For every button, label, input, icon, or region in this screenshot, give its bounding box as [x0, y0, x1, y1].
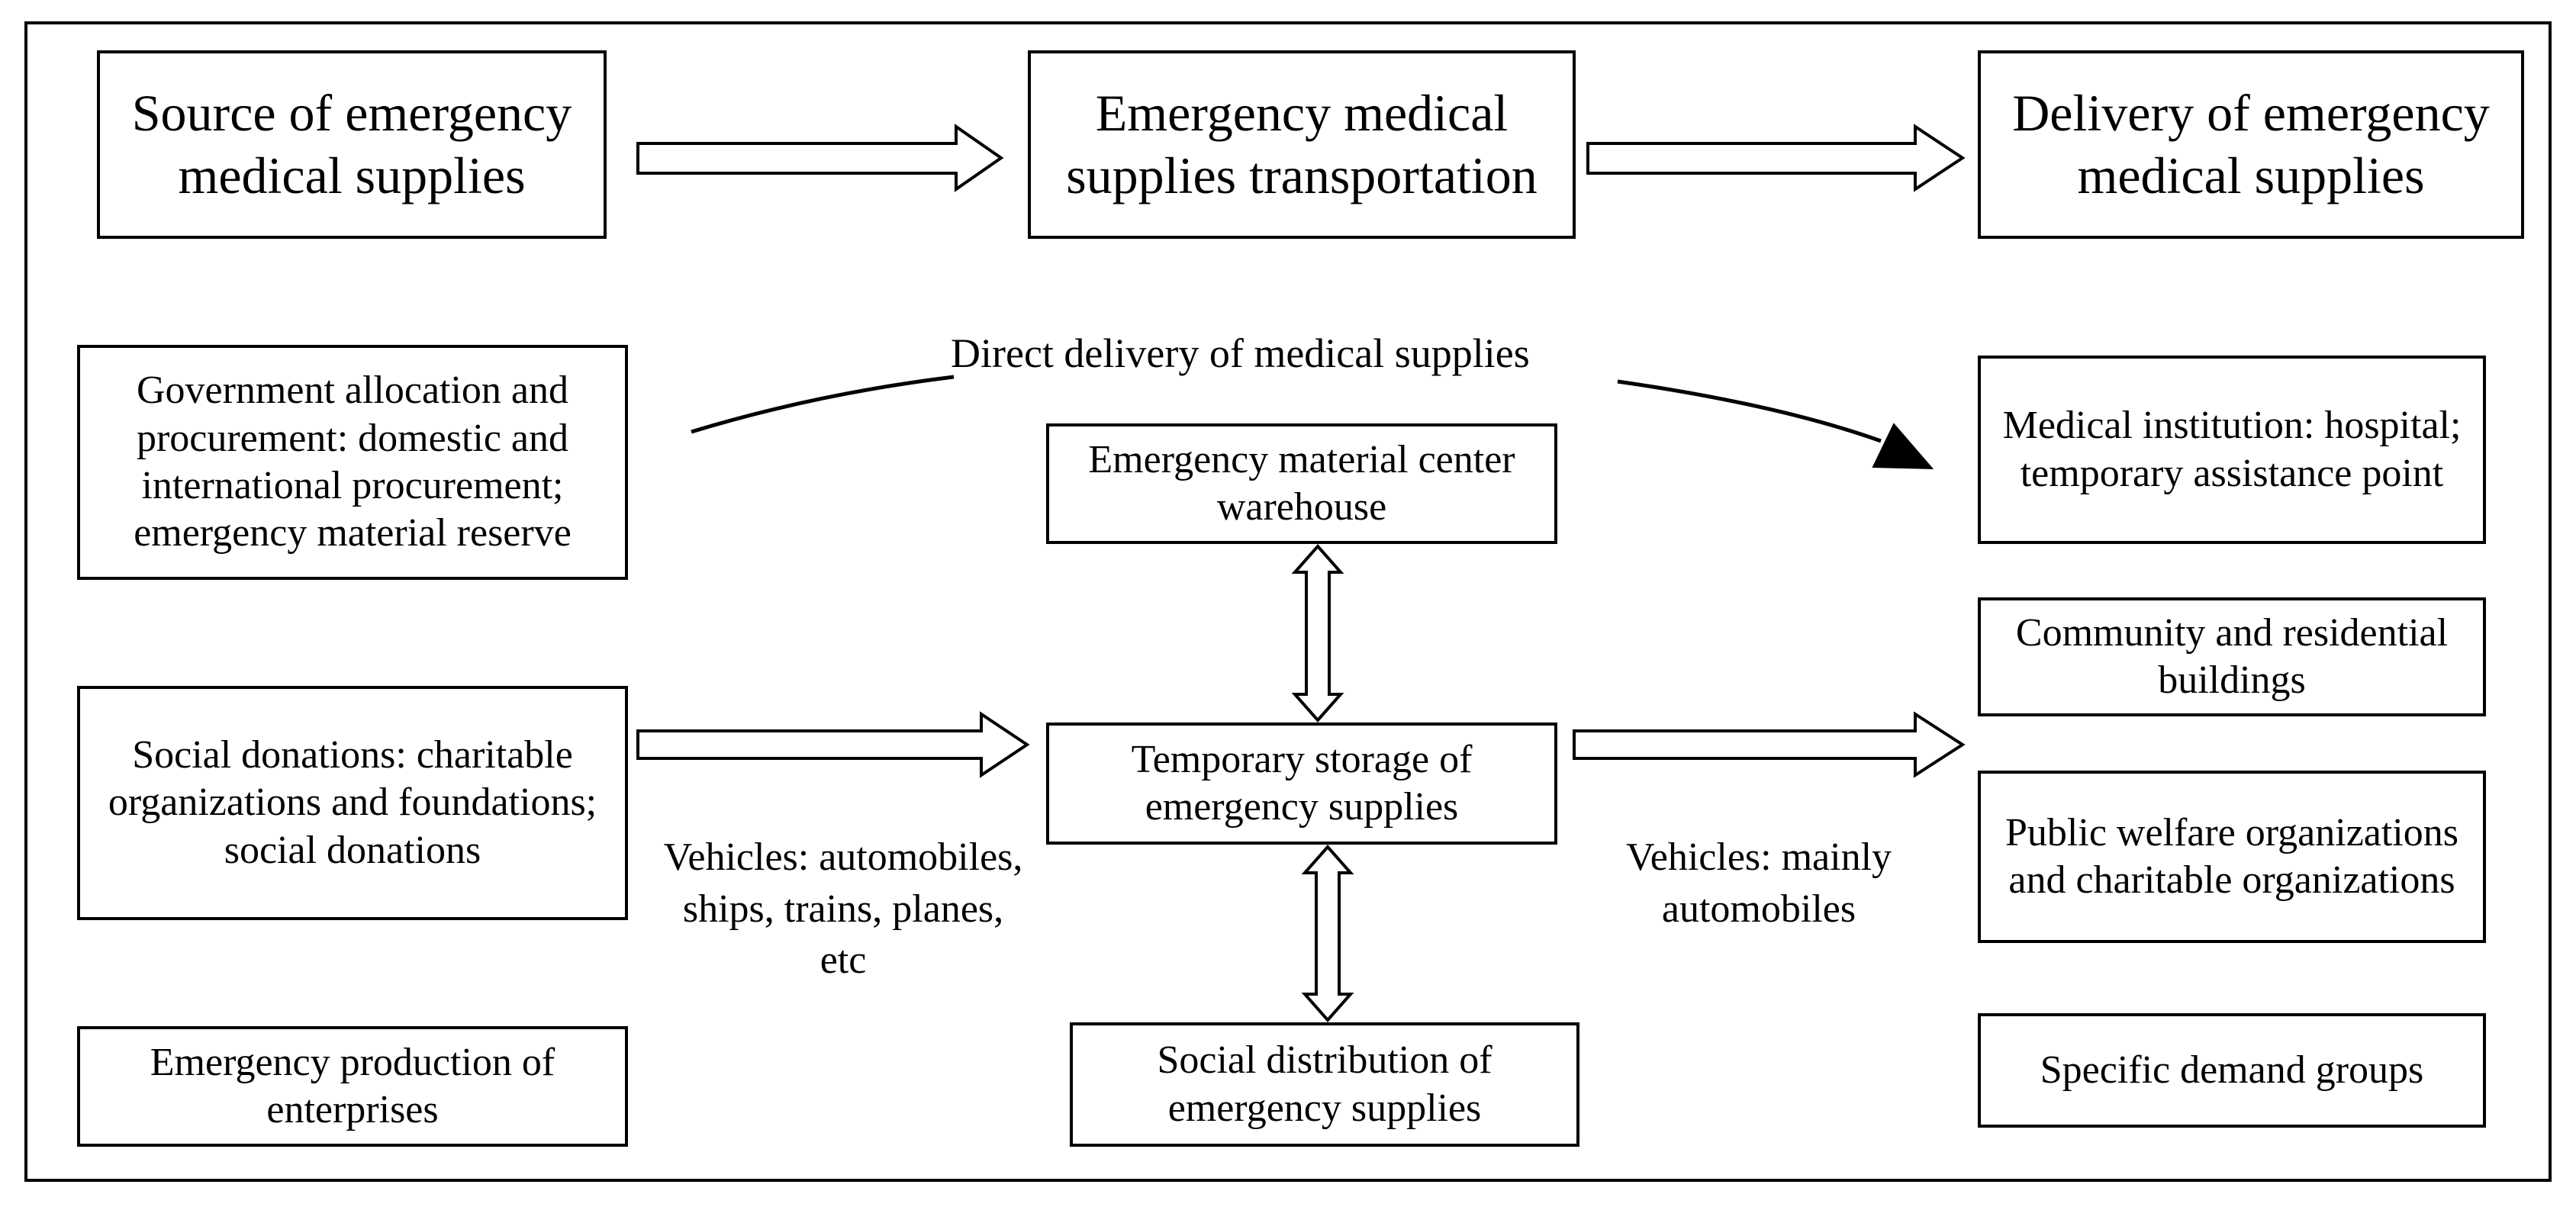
social-distribution-box: Social distribution of emergency supplie… [1070, 1022, 1579, 1147]
donations-source-box: Social donations: charitable organizatio… [77, 686, 628, 920]
medical-institution-text: Medical institution: hospital; temporary… [2002, 404, 2462, 495]
production-source-box: Emergency production of enterprises [77, 1026, 628, 1147]
specific-groups-box: Specific demand groups [1978, 1013, 2486, 1128]
warehouse-box: Emergency material center warehouse [1046, 423, 1557, 544]
production-source-text: Emergency production of enterprises [150, 1040, 555, 1131]
medical-institution-box: Medical institution: hospital; temporary… [1978, 356, 2486, 544]
specific-groups-text: Specific demand groups [2040, 1048, 2424, 1092]
source-header-text: Source of emergency medical supplies [131, 83, 572, 204]
government-source-box: Government allocation and procurement: d… [77, 345, 628, 580]
community-box: Community and residential buildings [1978, 597, 2486, 716]
delivery-header-text: Delivery of emergency medical supplies [2012, 83, 2490, 204]
source-header: Source of emergency medical supplies [97, 50, 607, 239]
vehicles-right-label: Vehicles: mainly automobiles [1625, 835, 1892, 931]
diagram-frame [24, 21, 2552, 1182]
public-welfare-text: Public welfare organizations and charita… [2005, 810, 2458, 902]
warehouse-text: Emergency material center warehouse [1088, 437, 1515, 529]
donations-source-text: Social donations: charitable organizatio… [108, 732, 597, 872]
government-source-text: Government allocation and procurement: d… [134, 369, 572, 555]
direct-delivery-label: Direct delivery of medical supplies [951, 330, 1530, 376]
social-distribution-text: Social distribution of emergency supplie… [1157, 1038, 1492, 1130]
public-welfare-box: Public welfare organizations and charita… [1978, 771, 2486, 943]
temporary-storage-box: Temporary storage of emergency supplies [1046, 723, 1557, 845]
temporary-storage-text: Temporary storage of emergency supplies [1131, 737, 1473, 829]
community-text: Community and residential buildings [2015, 610, 2449, 702]
vehicles-left-label: Vehicles: automobiles, ships, trains, pl… [663, 835, 1023, 983]
transport-header-text: Emergency medical supplies transportatio… [1066, 83, 1538, 204]
transport-header: Emergency medical supplies transportatio… [1028, 50, 1576, 239]
delivery-header: Delivery of emergency medical supplies [1978, 50, 2524, 239]
